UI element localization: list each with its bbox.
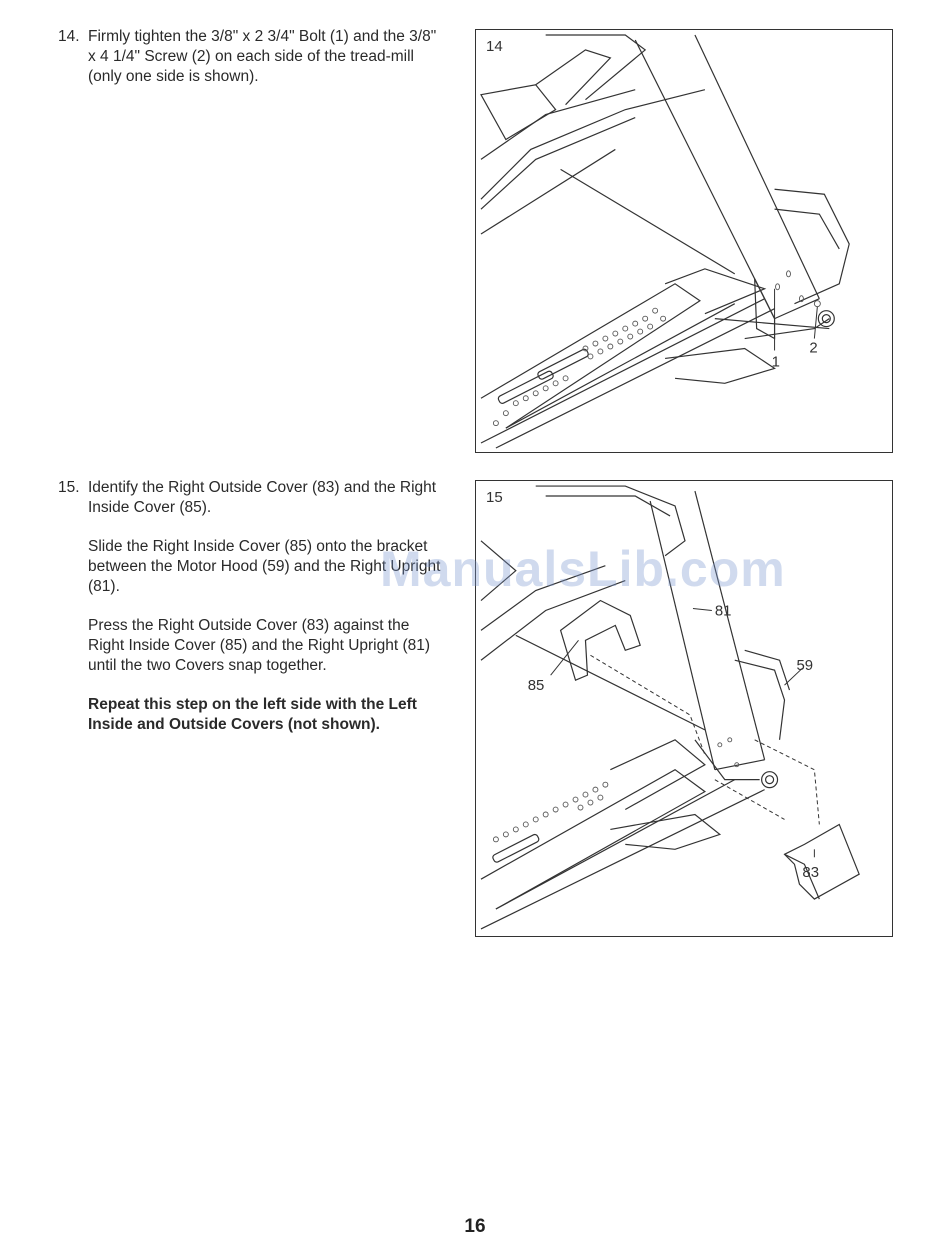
figure-14: 14 bbox=[475, 29, 893, 453]
step-15-para-3: Press the Right Outside Cover (83) again… bbox=[88, 617, 431, 674]
figure-14-label: 14 bbox=[486, 38, 503, 55]
figure-14-drawing: 1 2 bbox=[480, 34, 850, 449]
step-14-number: 14. bbox=[58, 28, 80, 45]
step-15-para-2: Slide the Right Inside Cover (85) onto t… bbox=[88, 538, 441, 595]
step-15-instructions: 15. Identify the Right Outside Cover (83… bbox=[58, 478, 448, 754]
step-15-para-4: Repeat this step on the left side with t… bbox=[88, 696, 417, 733]
callout-leader-screw bbox=[813, 306, 818, 339]
watermark: ManualsLib.com bbox=[380, 541, 786, 597]
callout-outside-cover-83: 83 bbox=[802, 864, 819, 881]
callout-screw-2: 2 bbox=[809, 339, 817, 356]
callout-leader-upright bbox=[692, 607, 712, 611]
step-14-instructions: 14. Firmly tighten the 3/8" x 2 3/4" Bol… bbox=[58, 27, 448, 106]
callout-inside-cover-85: 85 bbox=[528, 677, 545, 694]
callout-hood-59: 59 bbox=[796, 657, 813, 674]
step-14-text: Firmly tighten the 3/8" x 2 3/4" Bolt (1… bbox=[88, 28, 437, 85]
callout-bolt-1: 1 bbox=[772, 353, 780, 370]
page-number: 16 bbox=[464, 1216, 486, 1237]
step-15-para-1: Identify the Right Outside Cover (83) an… bbox=[88, 479, 437, 516]
figure-15: 15 bbox=[475, 480, 893, 937]
step-15-number: 15. bbox=[58, 479, 80, 496]
callout-leader-inside-cover bbox=[550, 640, 579, 676]
figure-15-drawing: 81 59 85 83 bbox=[480, 485, 860, 930]
figure-15-label: 15 bbox=[486, 489, 503, 506]
callout-leader-hood bbox=[784, 667, 803, 686]
callout-upright-81: 81 bbox=[715, 602, 732, 619]
